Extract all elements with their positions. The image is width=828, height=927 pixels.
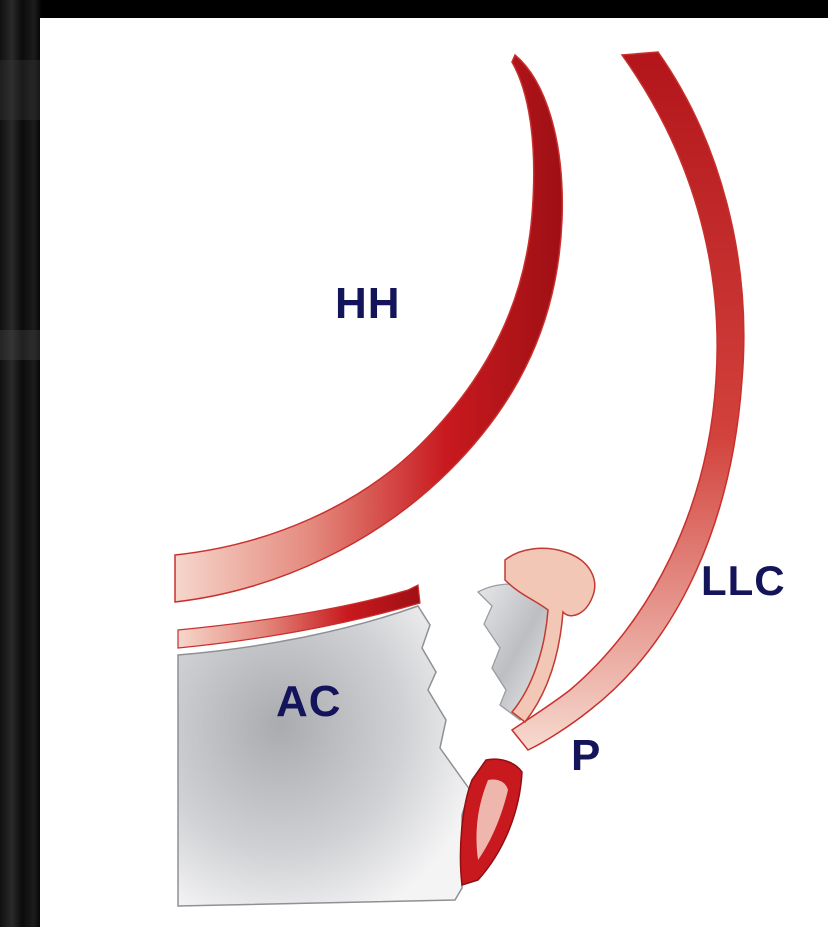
- label-hh: HH: [335, 282, 401, 326]
- label-p: P: [571, 734, 601, 778]
- humeral-head-cartilage: [175, 55, 562, 602]
- glenoid-bone: [178, 606, 470, 906]
- label-ac: AC: [276, 680, 342, 724]
- label-llc: LLC: [701, 560, 786, 602]
